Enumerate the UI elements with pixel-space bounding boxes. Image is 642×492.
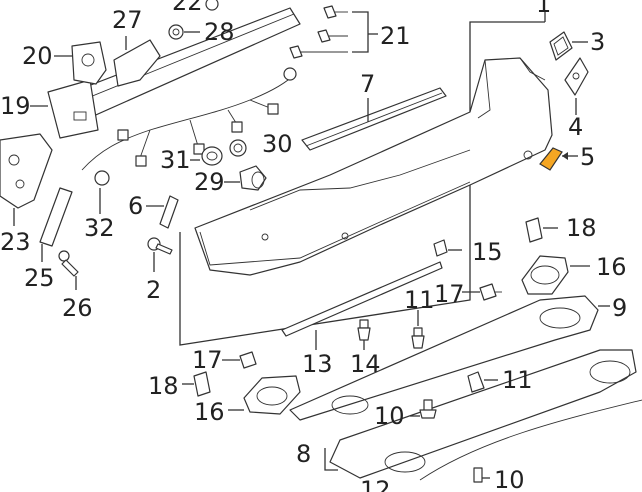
part-15-clip: [433, 239, 462, 257]
part-31-holder: [190, 146, 223, 166]
callout-22: 22: [172, 0, 203, 16]
callout-25: 25: [24, 264, 55, 292]
callout-5: 5: [580, 143, 595, 171]
callout-16-lower: 16: [194, 398, 225, 426]
callout-29: 29: [194, 168, 225, 196]
assembly-frame: [179, 21, 545, 346]
callout-19: 19: [0, 92, 31, 120]
part-3: [549, 31, 588, 61]
fastener-14: [357, 319, 371, 350]
callout-14: 14: [350, 350, 381, 378]
fastener-10-upper: [410, 399, 437, 419]
part-26-screw: [58, 250, 79, 290]
part-27-bracket: [113, 36, 161, 87]
callout-11-upper: 11: [404, 286, 435, 314]
callout-13: 13: [302, 350, 333, 378]
callout-17-lower: 17: [192, 346, 223, 374]
wiring-harness: [81, 67, 297, 214]
part-2-screw: [147, 237, 173, 272]
part-17-screw-upper: [462, 283, 502, 301]
part-13-strip: [281, 261, 443, 350]
part-17-screw-lower: [222, 351, 257, 369]
part-7-strip: [301, 87, 447, 151]
callout-31: 31: [160, 146, 191, 174]
fastener-10-lower: [473, 467, 490, 483]
part-16-bezel-upper: [521, 255, 590, 295]
part-6-clip: [146, 195, 179, 229]
part-20-bracket: [54, 41, 107, 85]
part-16-bezel-lower: [228, 375, 301, 415]
callout-20: 20: [22, 42, 53, 70]
callout-17-upper: 17: [434, 280, 465, 308]
part-30-grommet: [229, 139, 247, 157]
callout-3: 3: [590, 28, 605, 56]
callout-27: 27: [112, 6, 143, 34]
lower-trim-strip: [419, 399, 642, 481]
callout-18-upper: 18: [566, 214, 597, 242]
callout-1: 1: [536, 0, 551, 18]
callout-18-lower: 18: [148, 372, 179, 400]
callout-28: 28: [204, 18, 235, 46]
callout-2: 2: [146, 276, 161, 304]
part-28-nut: [168, 24, 200, 40]
callout-23: 23: [0, 228, 31, 256]
part-9-diffuser: [289, 295, 610, 421]
part-21-bolts: [289, 5, 378, 59]
part-23-bracket: [0, 133, 53, 226]
callout-10-lower: 10: [494, 466, 525, 492]
fastener-11-upper: [411, 310, 425, 349]
part-18-clip-upper: [525, 217, 558, 243]
reinforcement-bar: [30, 7, 301, 139]
callout-16-upper: 16: [596, 253, 627, 281]
callout-32: 32: [84, 214, 115, 242]
callout-10-upper: 10: [374, 402, 405, 430]
part-8-diffuser: [324, 349, 637, 479]
callout-4: 4: [568, 113, 583, 141]
part-22: [205, 0, 219, 11]
callout-12: 12: [360, 476, 391, 492]
callout-6: 6: [128, 192, 143, 220]
bumper-cover-part: [194, 57, 553, 276]
part-18-clip-lower: [182, 371, 211, 397]
part-25-bracket: [39, 187, 73, 262]
callout-11-lower: 11: [502, 366, 533, 394]
part-29-sensor: [224, 165, 267, 191]
callout-26: 26: [62, 294, 93, 322]
callout-15: 15: [472, 238, 503, 266]
part-5-highlighted: [539, 147, 578, 171]
callout-30: 30: [262, 130, 293, 158]
callout-7: 7: [360, 70, 375, 98]
part-4: [564, 57, 589, 115]
callout-21: 21: [380, 22, 411, 50]
callout-8: 8: [296, 440, 311, 468]
callout-9: 9: [612, 294, 627, 322]
fastener-11-lower: [467, 371, 498, 393]
